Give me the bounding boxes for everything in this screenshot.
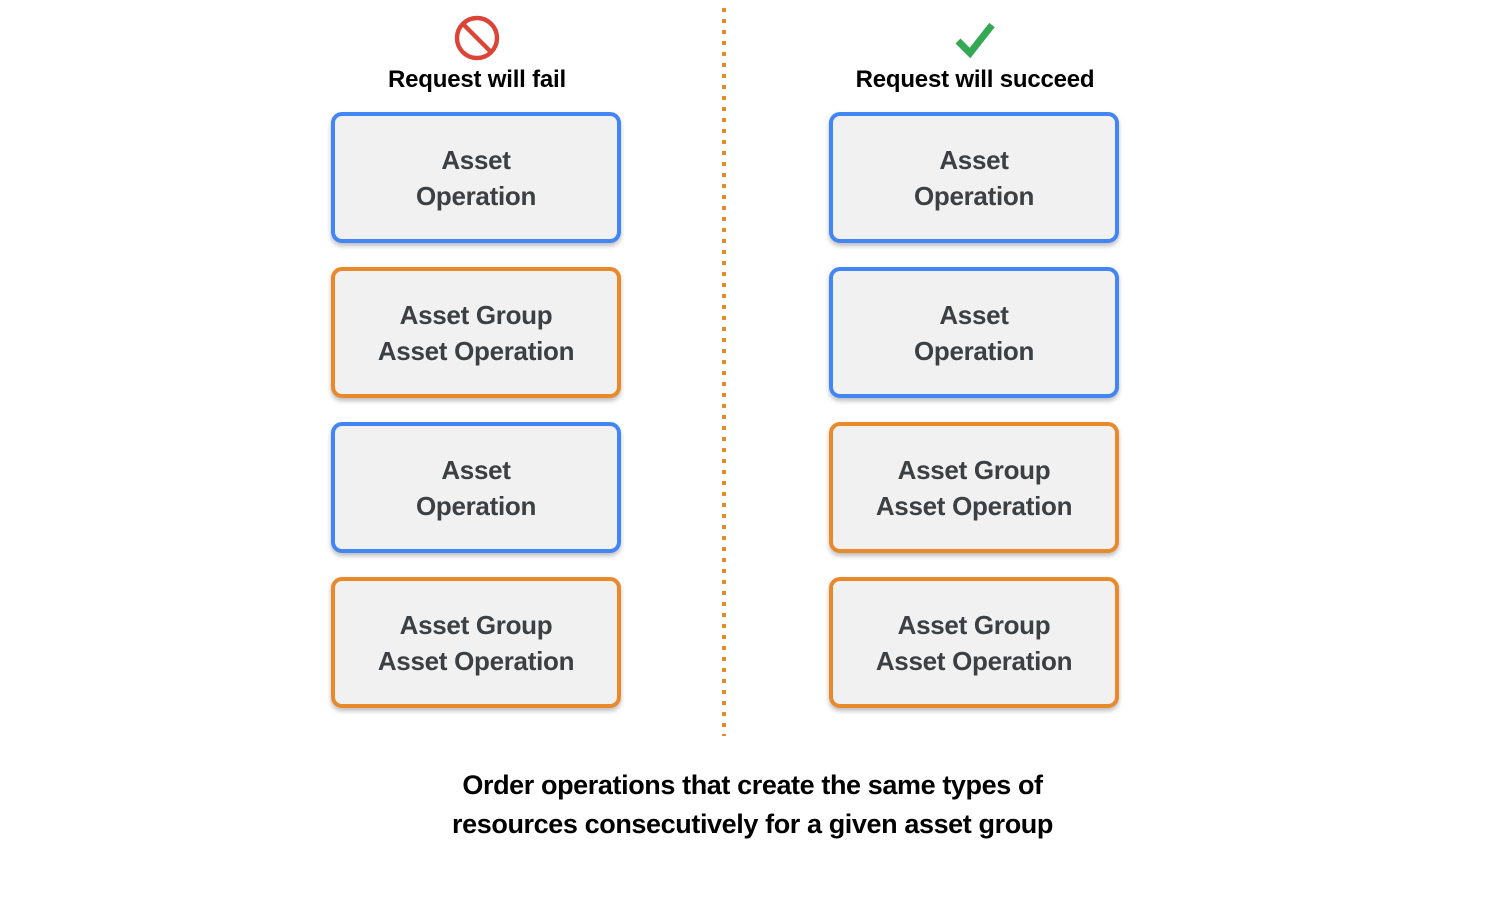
diagram-caption: Order operations that create the same ty… xyxy=(452,770,1053,839)
column-header-fail: Request will fail xyxy=(331,14,623,94)
operation-box-label: Asset Operation xyxy=(913,299,1035,366)
operation-box-label: Asset Group Asset Operation xyxy=(377,299,575,366)
operation-box-label: Asset Group Asset Operation xyxy=(377,609,575,676)
checkmark-icon xyxy=(955,22,995,59)
operation-box: Asset Group Asset Operation xyxy=(331,577,621,708)
operation-box: Asset Operation xyxy=(829,112,1119,243)
operation-box: Asset Operation xyxy=(331,112,621,243)
column-header-succeed: Request will succeed xyxy=(829,14,1121,94)
operation-box: Asset Group Asset Operation xyxy=(331,267,621,398)
operation-box-label: Asset Group Asset Operation xyxy=(875,454,1073,521)
operation-box: Asset Group Asset Operation xyxy=(829,577,1119,708)
vertical-dotted-divider xyxy=(722,8,726,736)
operation-stack-succeed: Asset Operation Asset Operation Asset Gr… xyxy=(829,112,1121,732)
operation-box: Asset Group Asset Operation xyxy=(829,422,1119,553)
column-header-label-succeed: Request will succeed xyxy=(855,66,1095,93)
column-header-label-fail: Request will fail xyxy=(388,66,566,93)
operation-box-label: Asset Group Asset Operation xyxy=(875,609,1073,676)
operation-stack-fail: Asset Operation Asset Group Asset Operat… xyxy=(331,112,623,732)
operation-box-label: Asset Operation xyxy=(913,144,1035,211)
operation-box-label: Asset Operation xyxy=(415,144,537,211)
operation-box-label: Asset Operation xyxy=(415,454,537,521)
operation-box: Asset Operation xyxy=(331,422,621,553)
operation-box: Asset Operation xyxy=(829,267,1119,398)
prohibition-icon xyxy=(454,15,500,61)
